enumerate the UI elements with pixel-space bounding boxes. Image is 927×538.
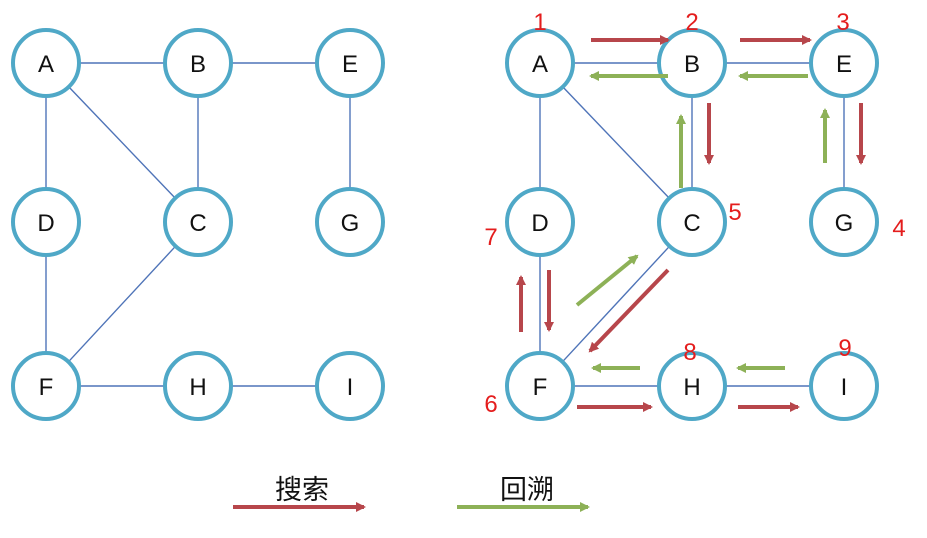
left-node-d: [11, 187, 81, 257]
left-node-g: [315, 187, 385, 257]
left-graph: A B E D C G F H I: [11, 28, 385, 421]
left-node-label-i: I: [347, 374, 354, 401]
right-node-label-h: H: [683, 374, 700, 401]
visit-order-h: 8: [683, 339, 696, 366]
traversal-arrows: [516, 35, 866, 412]
left-node-label-c: C: [189, 210, 206, 237]
right-node-label-f: F: [533, 374, 548, 401]
right-edge-c-f: [561, 245, 671, 363]
right-node-label-b: B: [684, 51, 700, 78]
right-node-i: [809, 351, 879, 421]
right-node-h: [657, 351, 727, 421]
right-node-label-d: D: [531, 210, 548, 237]
left-edge-c-f: [67, 245, 177, 363]
left-node-e: [315, 28, 385, 98]
right-node-label-c: C: [683, 210, 700, 237]
left-node-c: [163, 187, 233, 257]
visit-order-d: 7: [484, 224, 497, 251]
right-node-a: [505, 28, 575, 98]
left-node-label-g: G: [341, 210, 360, 237]
left-edge-a-c: [68, 86, 176, 199]
left-node-label-b: B: [190, 51, 206, 78]
right-edge-a-c: [562, 86, 670, 199]
right-graph: A B E D C G F H I 1 2 3 4 5 6 7 8 9: [484, 9, 906, 421]
right-node-b: [657, 28, 727, 98]
right-node-c: [657, 187, 727, 257]
search-arrow-c-f: [588, 268, 670, 353]
left-node-i: [315, 351, 385, 421]
backtrack-arrow-f-c: [575, 254, 639, 307]
visit-order-e: 3: [836, 9, 849, 36]
legend-search-label: 搜索: [275, 475, 329, 506]
right-node-f: [505, 351, 575, 421]
left-node-label-f: F: [39, 374, 54, 401]
right-node-label-a: A: [532, 51, 548, 78]
visit-order-c: 5: [728, 199, 741, 226]
left-node-label-d: D: [37, 210, 54, 237]
right-node-e: [809, 28, 879, 98]
left-node-label-h: H: [189, 374, 206, 401]
visit-order-b: 2: [685, 9, 698, 36]
left-node-label-a: A: [38, 51, 54, 78]
visit-order-f: 6: [484, 391, 497, 418]
left-node-label-e: E: [342, 51, 358, 78]
left-node-a: [11, 28, 81, 98]
legend: 搜索 回溯: [233, 475, 590, 512]
visit-order-a: 1: [533, 9, 546, 36]
left-node-f: [11, 351, 81, 421]
legend-backtrack-label: 回溯: [500, 475, 554, 506]
right-node-label-e: E: [836, 51, 852, 78]
visit-order-i: 9: [838, 335, 851, 362]
right-node-d: [505, 187, 575, 257]
right-node-g: [809, 187, 879, 257]
left-node-h: [163, 351, 233, 421]
left-node-b: [163, 28, 233, 98]
right-node-label-g: G: [835, 210, 854, 237]
right-node-label-i: I: [841, 374, 848, 401]
visit-order-g: 4: [892, 215, 905, 242]
